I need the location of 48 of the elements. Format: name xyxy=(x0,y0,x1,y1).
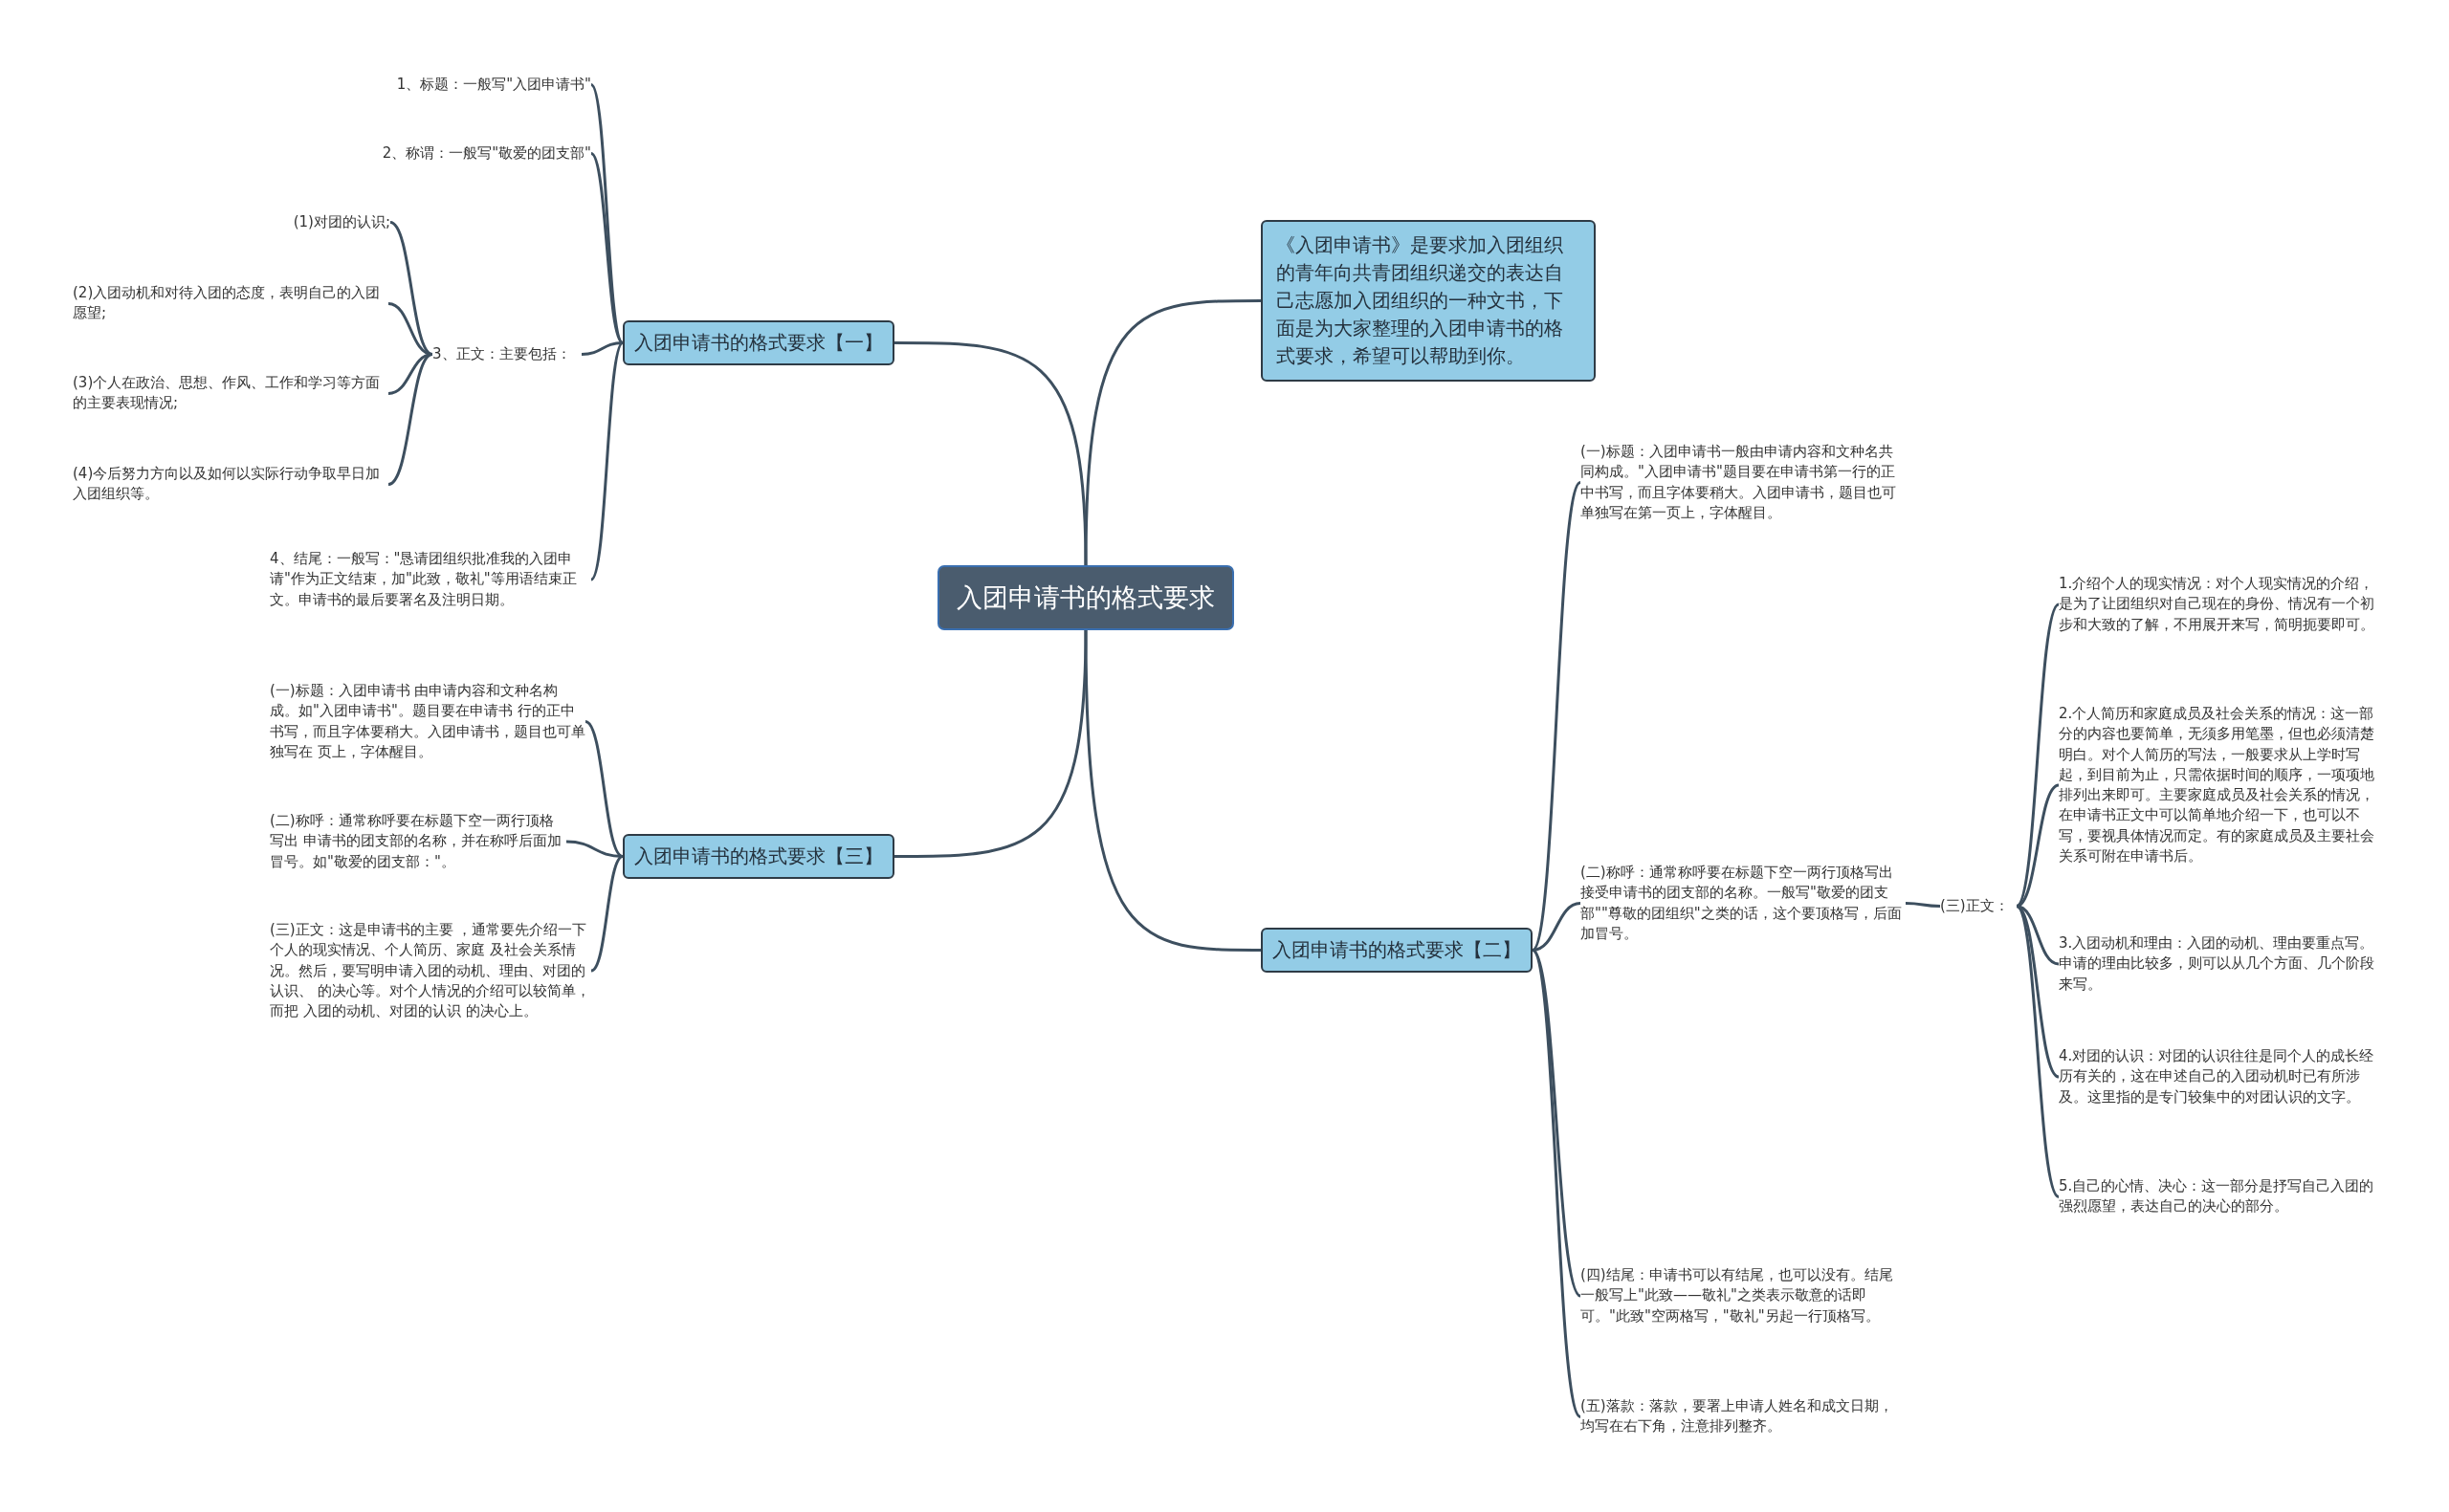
topic-text: (3)个人在政治、思想、作风、工作和学习等方面的主要表现情况; xyxy=(73,373,388,414)
connector-line xyxy=(1084,299,1261,566)
topic-text: (二)称呼：通常称呼要在标题下空一两行顶格写出接受申请书的团支部的名称。一般写"敬爱的团支部""尊敬的团组织"之类的话，这个要顶格写，后面加冒号。 xyxy=(1580,863,1906,945)
topic-box: 《入团申请书》是要求加入团组织的青年向共青团组织递交的表达自己志愿加入团组织的一种文书，下面是为大家整理的入团申请书的格式要求，希望可以帮助到你。 xyxy=(1261,220,1596,382)
topic-text: 2、称谓：一般写"敬爱的团支部" xyxy=(287,143,591,164)
connector-line xyxy=(387,353,433,486)
connector-line xyxy=(589,152,625,344)
connector-line xyxy=(1532,902,1581,952)
topic-text: (三)正文：这是申请书的主要 ，通常要先介绍一下个人的现实情况、个人简历、家庭 及社会关系情况。然后，要写明申请入团的动机、理由、对团的认识、 的决心等。对个人情况的介绍可以较简单，而把 入团的动机、对团的认识 的决心上。 xyxy=(270,920,591,1022)
topic-text: 1、标题：一般写"入团申请书" xyxy=(287,75,591,96)
connector-line xyxy=(581,341,624,356)
connector-line xyxy=(1531,949,1582,1418)
topic-text: 2.个人简历和家庭成员及社会关系的情况：这一部分的内容也要简单，无须多用笔墨，但也必须清楚明白。对个人简历的写法，一般要求从上学时写起，到目前为止，只需依据时间的顺序，一项项地排列出来即可。主要家庭成员及社会关系的情况，在申请书正文中可以简单地介绍一下，也可以不写，要视具体情况而定。有的家庭成员及主要社会关系可附在申请书后。 xyxy=(2059,704,2384,867)
topic-text: (1)对团的认识; xyxy=(191,212,390,233)
topic-box: 入团申请书的格式要求【二】 xyxy=(1261,928,1533,973)
topic-text: 3、正文：主要包括： xyxy=(432,344,582,365)
connector-line xyxy=(894,629,1088,858)
central-topic-box: 入团申请书的格式要求 xyxy=(938,565,1234,630)
topic-text: 4.对团的认识：对团的认识往往是同个人的成长经历有关的，这在申述自己的入团动机时已有所涉及。这里指的是专门较集中的对团认识的文字。 xyxy=(2059,1046,2384,1107)
connector-line xyxy=(589,341,625,581)
topic-text: (四)结尾：申请书可以有结尾，也可以没有。结尾一般写上"此致——敬礼"之类表示敬意的话即可。"此致"空两格写，"敬礼"另起一行顶格写。 xyxy=(1580,1265,1906,1326)
topic-text: (三)正文： xyxy=(1940,896,2017,917)
connector-line xyxy=(894,341,1088,566)
connector-line xyxy=(387,353,433,395)
topic-text: (2)入团动机和对待入团的态度，表明自己的入团愿望; xyxy=(73,283,388,324)
connector-line xyxy=(2016,905,2060,1079)
topic-text: (一)标题：入团申请书 由申请内容和文种名构成。如"入团申请书"。题目要在申请书 行的正中书写，而且字体要稍大。入团申请书，题目也可单独写在 页上，字体醒目。 xyxy=(270,681,585,763)
topic-text: (五)落款：落款，要署上申请人姓名和成文日期，均写在右下角，注意排列整齐。 xyxy=(1580,1396,1906,1437)
topic-box: 入团申请书的格式要求【三】 xyxy=(623,834,894,879)
connector-line xyxy=(1905,902,1941,908)
topic-text: (二)称呼：通常称呼要在标题下空一两行顶格写出 申请书的团支部的名称，并在称呼后面加冒号。如"敬爱的团支部："。 xyxy=(270,811,566,872)
topic-text: 1.介绍个人的现实情况：对个人现实情况的介绍，是为了让团组织对自己现在的身份、情况有一个初步和大致的了解，不用展开来写，简明扼要即可。 xyxy=(2059,574,2384,635)
connector-line xyxy=(389,221,433,356)
connector-line xyxy=(565,840,624,858)
topic-text: (一)标题：入团申请书一般由申请内容和文种名共同构成。"入团申请书"题目要在申请书第一行的正中书写，而且字体要稍大。入团申请书，题目也可单独写在第一页上，字体醒目。 xyxy=(1580,442,1906,524)
connector-line xyxy=(2016,905,2060,966)
connector-line xyxy=(2015,603,2061,908)
connector-line xyxy=(2015,905,2061,1198)
topic-text: 4、结尾：一般写："恳请团组织批准我的入团申请"作为正文结束，加"此致，敬礼"等用语结束正文。申请书的最后要署名及注明日期。 xyxy=(270,549,591,610)
connector-line xyxy=(1531,481,1582,952)
topic-text: (4)今后努力方向以及如何以实际行动争取早日加入团组织等。 xyxy=(73,464,388,505)
connector-line xyxy=(2016,783,2060,908)
topic-box: 入团申请书的格式要求【一】 xyxy=(623,320,894,365)
connector-line xyxy=(585,720,624,858)
topic-text: 5.自己的心情、决心：这一部分是抒写自己入团的强烈愿望，表达自己的决心的部分。 xyxy=(2059,1176,2384,1217)
connector-line xyxy=(590,855,624,973)
topic-text: 3.入团动机和理由：入团的动机、理由要重点写。申请的理由比较多，则可以从几个方面、几个阶段来写。 xyxy=(2059,933,2384,995)
connector-line xyxy=(1084,629,1261,952)
